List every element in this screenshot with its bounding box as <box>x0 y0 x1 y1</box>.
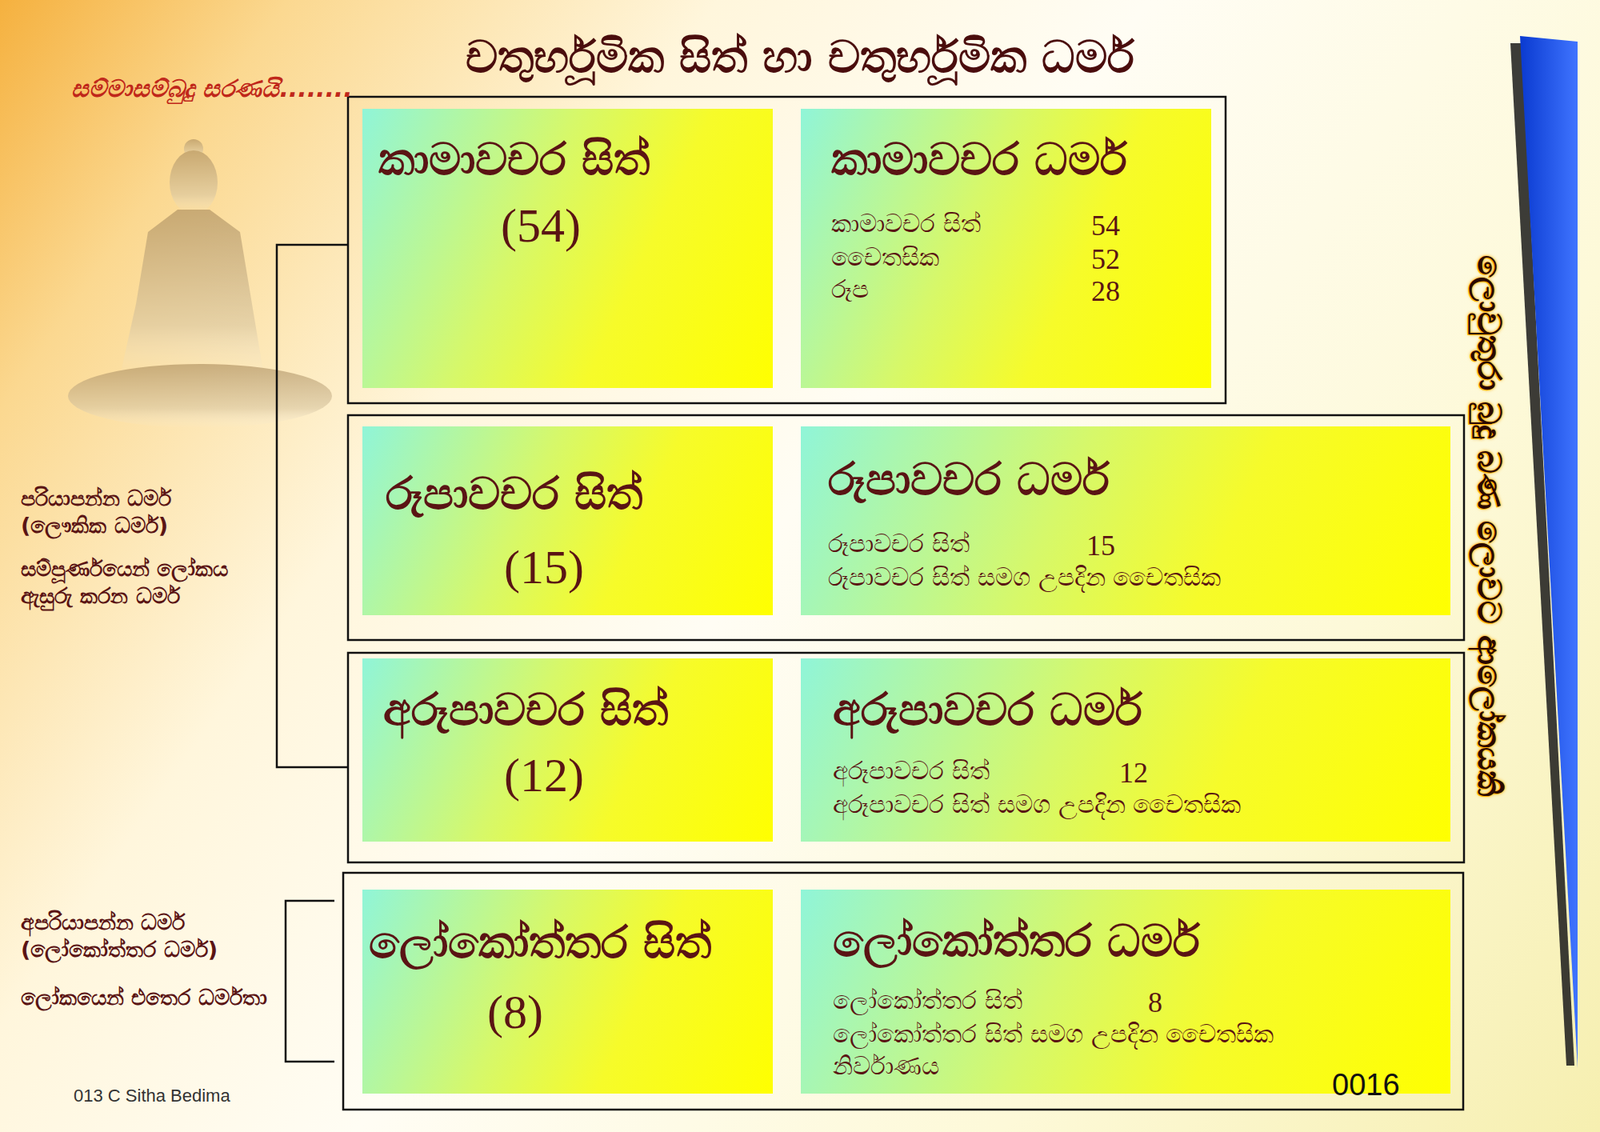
count-number: 12 <box>1119 756 1148 791</box>
row-frames <box>343 96 1464 1110</box>
box-text: නිර්වාණය <box>832 1051 940 1081</box>
category-box: ලෝකෝත්තර ධර්ම ලෝකෝත්තර සිත් 8ලෝකෝත්තර සිත්… <box>800 889 1451 1094</box>
box-text: අරූපාවචර සිත් <box>832 756 990 786</box>
category-box: කාමාවචර ධර්ම කාමාවචර සිත් 54 චෛතසික 52 රූප 28 <box>800 108 1212 388</box>
box-text: අරූපාවචර සිත් සමග උපදින චෛතසික <box>832 789 1241 820</box>
row-frame <box>348 96 1226 404</box>
box-heading: ලෝකෝත්තර සිත් <box>368 915 712 969</box>
vertical-banner-text: ලොවුතුරා බුදු බණ ලොවට ආලෝකයකි <box>1468 65 1512 986</box>
slide-code: 013 C Sitha Bedima <box>73 1084 231 1108</box>
row-frame <box>343 872 1464 1110</box>
box-text: රූපාවචර සිත් සමග උපදින චෛතසික <box>828 562 1221 592</box>
side-note: ලෝකයෙන් එතෙර ධර්මතා <box>20 984 277 1012</box>
side-note: සම්පූර්ණයෙන් ලෝකය ඇසුරු කරන ධර්ම <box>20 555 265 610</box>
slide-number: 0016 <box>1332 1066 1400 1105</box>
count-number: 52 <box>1091 242 1120 277</box>
box-heading: රූපාවචර සිත් <box>385 466 644 520</box>
box-text: ලෝකෝත්තර සිත් <box>832 985 1023 1016</box>
box-text: කාමාවචර සිත් <box>831 208 981 239</box>
blessing-text: සම්මාසම්බුදු සරණයි........ <box>71 73 353 104</box>
count-number: (8) <box>487 983 544 1041</box>
box-text: ලෝකෝත්තර සිත් සමග උපදින චෛතසික <box>832 1019 1274 1049</box>
bracket <box>276 244 348 768</box>
count-number: (15) <box>504 538 584 596</box>
category-box: කාමාවචර සිත් (54) <box>362 108 773 388</box>
blue-bar <box>1520 36 1578 1068</box>
row-frame <box>348 652 1464 863</box>
category-box: අරූපාවචර සිත් (12) <box>362 658 773 842</box>
count-number: 28 <box>1091 274 1120 309</box>
count-number: 15 <box>1086 528 1116 564</box>
count-number: (54) <box>500 196 581 255</box>
category-box: ලෝකෝත්තර සිත් (8) <box>362 889 773 1094</box>
box-heading: ලෝකෝත්තර ධර්ම <box>832 913 1201 968</box>
box-text: රූපාවචර සිත් <box>828 528 970 559</box>
category-box: අරූපාවචර ධර්ම අරූපාවචර සිත් 12අරූපාවචර සිත… <box>800 658 1451 842</box>
box-heading: රූපාවචර ධර්ම <box>828 452 1111 506</box>
row-frame <box>348 415 1464 640</box>
box-text: චෛතසික <box>831 242 940 272</box>
count-number: 8 <box>1148 985 1163 1020</box>
box-heading: කාමාවචර ධර්ම <box>831 132 1128 186</box>
buddha-figure <box>68 139 332 428</box>
box-heading: අරූපාවචර ධර්ම <box>832 682 1144 736</box>
box-heading: කාමාවචර සිත් <box>378 132 651 186</box>
box-heading: අරූපාවචර සිත් <box>383 682 669 736</box>
brackets <box>276 244 348 1062</box>
side-note: අපරියාපන්න ධර්ම (ලෝකෝත්තර ධර්ම) <box>20 908 277 964</box>
box-text: රූප <box>831 274 869 304</box>
side-note: පරියාපන්න ධර්ම (ලෞකික ධර්ම) <box>20 484 265 540</box>
bracket <box>285 900 335 1062</box>
category-box: රූපාවචර ධර්ම රූපාවචර සිත් 15රූපාවචර සිත් ස… <box>800 426 1451 616</box>
count-number: (12) <box>504 746 584 804</box>
count-number: 54 <box>1091 208 1120 244</box>
category-box: රූපාවචර සිත් (15) <box>362 426 773 616</box>
